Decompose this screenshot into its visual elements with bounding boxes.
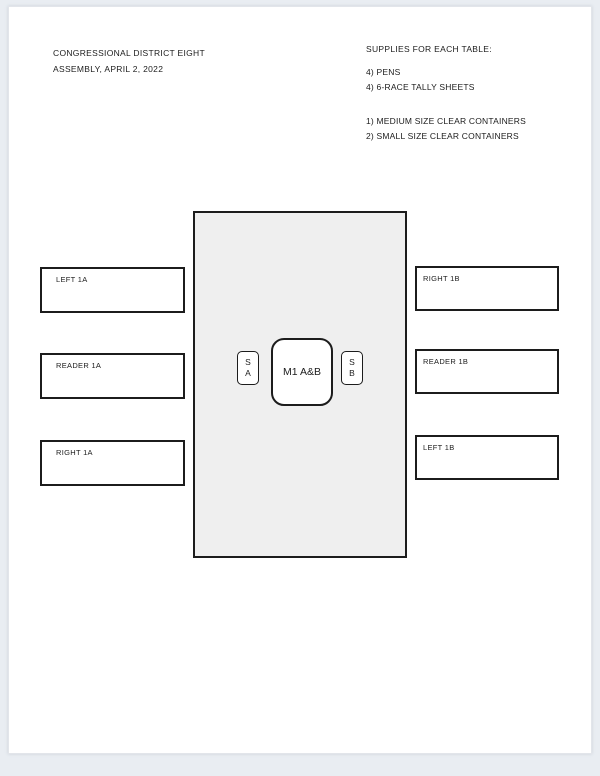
assembly-date: ASSEMBLY, APRIL 2, 2022 xyxy=(53,64,164,74)
supplies-group-2: 1) MEDIUM SIZE CLEAR CONTAINERS 2) SMALL… xyxy=(366,114,526,143)
table-label: LEFT 1B xyxy=(423,443,455,452)
table-label: READER 1A xyxy=(56,361,102,370)
supply-item: 1) MEDIUM SIZE CLEAR CONTAINERS xyxy=(366,116,527,126)
supply-item: 4) PENS xyxy=(366,67,401,77)
page-title: CONGRESSIONAL DISTRICT EIGHT xyxy=(53,48,205,58)
table-box-reader-1b: READER 1B xyxy=(415,349,559,394)
supply-box-b: S B xyxy=(341,351,363,385)
table-box-right-1a: RIGHT 1A xyxy=(40,440,185,486)
table-label: LEFT 1A xyxy=(56,275,88,284)
table-label: RIGHT 1B xyxy=(423,274,460,283)
moderator-label: M1 A&B xyxy=(283,366,321,378)
table-label: READER 1B xyxy=(423,357,469,366)
supply-box-a: S A xyxy=(237,351,259,385)
supply-item: 4) 6-RACE TALLY SHEETS xyxy=(366,81,475,92)
table-label: RIGHT 1A xyxy=(56,448,93,457)
supply-item: 2) SMALL SIZE CLEAR CONTAINERS xyxy=(366,130,519,141)
table-box-reader-1a: READER 1A xyxy=(40,353,185,399)
supplies-group-1: 4) PENS 4) 6-RACE TALLY SHEETS xyxy=(366,65,475,94)
moderator-table: M1 A&B xyxy=(271,338,333,406)
table-box-right-1b: RIGHT 1B xyxy=(415,266,559,311)
document-header: CONGRESSIONAL DISTRICT EIGHT ASSEMBLY, A… xyxy=(53,45,205,77)
supplies-heading: SUPPLIES FOR EACH TABLE: xyxy=(366,44,492,54)
supply-box-line: S xyxy=(245,357,251,367)
table-box-left-1a: LEFT 1A xyxy=(40,267,185,313)
table-box-left-1b: LEFT 1B xyxy=(415,435,559,480)
supply-box-line: S xyxy=(349,357,355,367)
document-page: CONGRESSIONAL DISTRICT EIGHT ASSEMBLY, A… xyxy=(8,6,592,754)
supply-box-line: A xyxy=(245,368,251,378)
supply-box-line: B xyxy=(349,368,355,378)
